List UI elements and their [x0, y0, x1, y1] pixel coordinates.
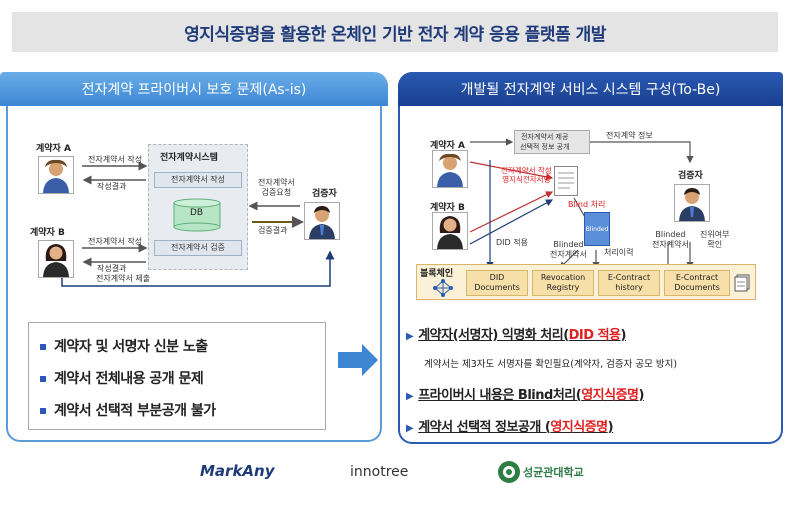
selective-disclosure-label: 전자계약서 제공 선택적 정보 공개 — [520, 133, 570, 151]
triangle-icon: ▶ — [406, 391, 414, 402]
db-label: DB — [190, 208, 204, 218]
process-history-label: 처리이력 — [604, 248, 634, 257]
authenticity-label: 진위여부 확인 — [700, 230, 730, 249]
blockchain-network-icon — [432, 278, 454, 302]
verifier-label: 검증자 — [312, 189, 337, 199]
submit-label: 전자계약서 제출 — [96, 274, 151, 283]
to-be-party-b-label: 계약자 B — [430, 203, 465, 213]
zk-signature-label: 전자계약서 작성 영지식전자서명 — [501, 166, 552, 184]
verifier-avatar — [304, 202, 340, 240]
blind-processing-label: Blind 처리 — [568, 200, 606, 209]
party-a-avatar — [38, 156, 74, 194]
blockchain-label: 블록체인 — [420, 269, 454, 279]
system-title: 전자계약시스템 — [160, 153, 218, 163]
party-b-label: 계약자 B — [30, 228, 65, 238]
contract-info-label: 전자계약 정보 — [606, 131, 653, 140]
person-icon — [43, 159, 69, 193]
to-be-verifier-label: 검증자 — [678, 171, 703, 181]
blinded-contract-label-2: Blinded 전자계약서 — [652, 230, 689, 249]
system-create: 전자계약서 작성 — [154, 172, 242, 188]
b-write-label: 전자계약서 작성 — [88, 237, 143, 246]
blinded-document-icon: Blinded — [584, 212, 610, 246]
chain-cell-did: DID Documents — [466, 270, 528, 296]
to-be-header: 개발될 전자계약 서비스 시스템 구성(To-Be) — [398, 72, 783, 106]
db-icon — [172, 198, 222, 232]
selective-disclosure-box — [514, 130, 590, 154]
chain-cell-revocation: Revocation Registry — [532, 270, 594, 296]
person-icon — [437, 216, 463, 249]
document-stack-icon — [734, 274, 752, 296]
problem-item: 계약자 및 서명자 신분 노출 — [40, 336, 208, 356]
triangle-icon: ▶ — [406, 423, 414, 434]
problem-item: 계약서 선택적 부분공개 불가 — [40, 400, 216, 420]
chain-cell-history: E-Contract history — [598, 270, 660, 296]
verify-request-label: 전자계약서 검증요청 — [258, 178, 295, 197]
to-be-item-did: ▶계약자(서명자) 익명화 처리(DID 적용) — [406, 328, 627, 343]
chain-cell-documents: E-Contract Documents — [664, 270, 730, 296]
verify-result-label: 검증결과 — [258, 226, 288, 235]
system-verify: 전자계약서 검증 — [154, 240, 242, 256]
to-be-item-selective: ▶계약서 선택적 정보공개 (영지식증명) — [406, 420, 614, 435]
person-icon — [43, 244, 69, 277]
as-is-problem-list — [28, 322, 326, 430]
a-result-label: 작성결과 — [97, 182, 127, 191]
to-be-verifier-avatar — [674, 184, 710, 222]
problem-item: 계약서 전체내용 공개 문제 — [40, 368, 204, 388]
did-apply-label: DID 적용 — [496, 238, 528, 247]
to-be-item-blind: ▶프라이버시 내용은 Blind처리(영지식증명) — [406, 388, 644, 403]
person-icon — [309, 206, 335, 239]
triangle-icon: ▶ — [406, 331, 414, 342]
b-result-label: 작성결과 — [97, 264, 127, 273]
innotree-logo: innotree — [350, 464, 409, 480]
page-title: 영지식증명을 활용한 온체인 기반 전자 계약 응용 플랫폼 개발 — [184, 24, 606, 45]
to-be-item-did-note: 계약서는 제3자도 서명자를 확인필요(계약자, 검증자 공모 방지) — [424, 359, 678, 370]
a-write-label: 전자계약서 작성 — [88, 155, 143, 164]
skku-logo: 성균관대학교 — [523, 466, 584, 479]
blinded-contract-label: Blinded 전자계약서 — [550, 240, 587, 259]
party-a-label: 계약자 A — [36, 144, 71, 154]
to-be-party-b-avatar — [432, 212, 468, 250]
to-be-party-a-avatar — [432, 150, 468, 188]
title-bar: 영지식증명을 활용한 온체인 기반 전자 계약 응용 플랫폼 개발 — [12, 12, 778, 52]
markany-logo: MarkAny — [200, 462, 275, 480]
person-icon — [437, 153, 463, 187]
to-be-party-a-label: 계약자 A — [430, 141, 465, 151]
as-is-header: 전자계약 프라이버시 보호 문제(As-is) — [0, 72, 388, 106]
party-b-avatar — [38, 240, 74, 278]
person-icon — [679, 188, 705, 221]
skku-emblem-icon — [497, 460, 521, 488]
contract-document-icon — [554, 166, 578, 196]
